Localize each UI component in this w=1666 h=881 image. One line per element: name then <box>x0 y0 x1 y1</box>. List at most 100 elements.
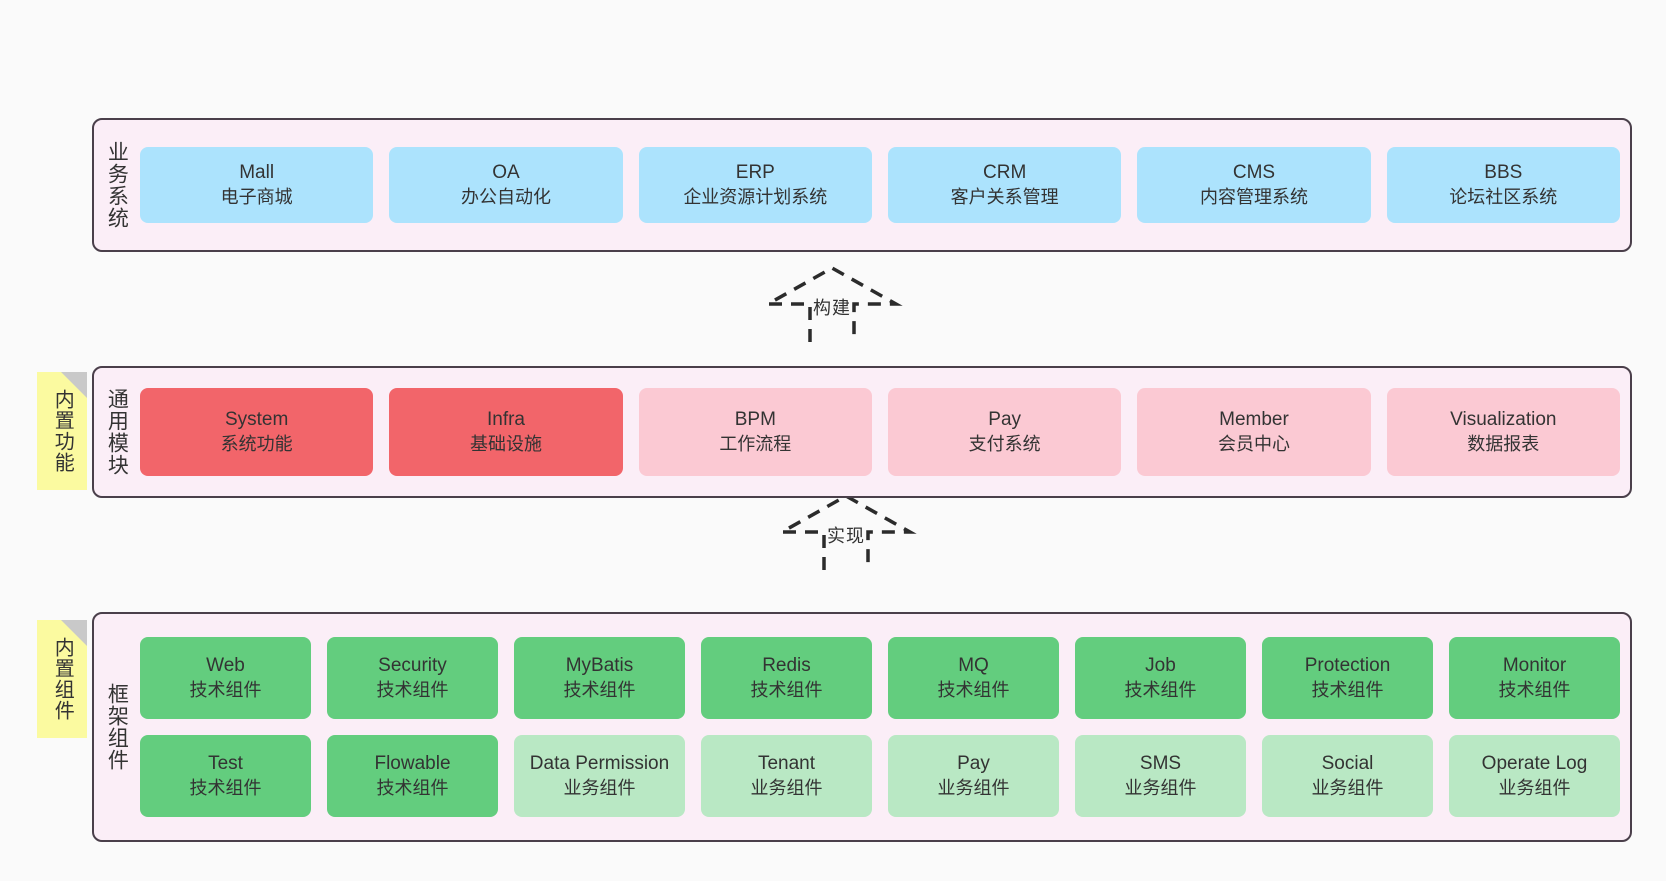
node-subtitle: 支付系统 <box>968 433 1041 454</box>
sticky-note-label: 内置功能 <box>51 389 74 473</box>
node-system[interactable]: System 系统功能 <box>140 388 374 476</box>
node-test[interactable]: Test 技术组件 <box>140 735 311 817</box>
layer-business-systems: 业务系统 Mall 电子商城 OA 办公自动化 ERP 企业资源计划系统 CRM… <box>92 118 1632 252</box>
node-tenant[interactable]: Tenant 业务组件 <box>701 735 872 817</box>
box-row: System 系统功能 Infra 基础设施 BPM 工作流程 Pay 支付系统… <box>140 388 1620 476</box>
node-name: BPM <box>734 409 776 431</box>
node-name: Tenant <box>757 753 816 775</box>
layer-body-framework-components: Web 技术组件 Security 技术组件 MyBatis 技术组件 Redi… <box>138 614 1630 840</box>
node-name: BBS <box>1484 162 1523 184</box>
node-name: Monitor <box>1502 655 1567 677</box>
node-subtitle: 业务组件 <box>937 777 1010 798</box>
node-subtitle: 技术组件 <box>189 777 262 798</box>
node-mq[interactable]: MQ 技术组件 <box>888 637 1059 719</box>
box-row: Web 技术组件 Security 技术组件 MyBatis 技术组件 Redi… <box>140 637 1620 719</box>
node-name: Member <box>1219 409 1289 431</box>
arrow-build-shape <box>761 265 903 342</box>
layer-title-common-modules: 通用模块 <box>105 388 129 476</box>
node-subtitle: 技术组件 <box>1311 679 1384 700</box>
node-subtitle: 业务组件 <box>1498 777 1571 798</box>
node-social[interactable]: Social 业务组件 <box>1262 735 1433 817</box>
node-cms[interactable]: CMS 内容管理系统 <box>1137 147 1371 223</box>
node-subtitle: 技术组件 <box>750 679 823 700</box>
node-data-permission[interactable]: Data Permission 业务组件 <box>514 735 685 817</box>
node-oa[interactable]: OA 办公自动化 <box>389 147 623 223</box>
layer-common-modules: 通用模块 System 系统功能 Infra 基础设施 BPM 工作流程 Pay… <box>92 366 1632 498</box>
node-subtitle: 论坛社区系统 <box>1449 186 1558 207</box>
arrow-implement-shape <box>775 493 917 570</box>
node-subtitle: 技术组件 <box>937 679 1010 700</box>
node-monitor[interactable]: Monitor 技术组件 <box>1449 637 1620 719</box>
node-subtitle: 技术组件 <box>376 777 449 798</box>
arrow-build-label: 构建 <box>813 298 851 318</box>
node-bpm[interactable]: BPM 工作流程 <box>638 388 872 476</box>
node-crm[interactable]: CRM 客户关系管理 <box>887 147 1122 223</box>
node-erp[interactable]: ERP 企业资源计划系统 <box>638 147 872 223</box>
sticky-note-label: 内置组件 <box>51 637 74 721</box>
node-pay-component[interactable]: Pay 业务组件 <box>888 735 1059 817</box>
node-subtitle: 企业资源计划系统 <box>683 186 828 207</box>
arrow-implement: 实现 <box>772 492 920 570</box>
layer-body-business-systems: Mall 电子商城 OA 办公自动化 ERP 企业资源计划系统 CRM 客户关系… <box>138 120 1630 250</box>
node-operate-log[interactable]: Operate Log 业务组件 <box>1449 735 1620 817</box>
node-name: Pay <box>988 409 1022 431</box>
node-subtitle: 电子商城 <box>220 186 293 207</box>
layer-body-common-modules: System 系统功能 Infra 基础设施 BPM 工作流程 Pay 支付系统… <box>138 368 1630 496</box>
node-subtitle: 办公自动化 <box>460 186 551 207</box>
node-name: CMS <box>1232 162 1276 184</box>
layer-title-business-systems: 业务系统 <box>105 141 129 229</box>
node-mall[interactable]: Mall 电子商城 <box>140 147 374 223</box>
node-subtitle: 系统功能 <box>220 433 293 454</box>
node-name: Mall <box>239 162 275 184</box>
sticky-note-builtin-components: 内置组件 <box>37 620 87 738</box>
node-redis[interactable]: Redis 技术组件 <box>701 637 872 719</box>
node-name: MyBatis <box>565 655 634 677</box>
node-member[interactable]: Member 会员中心 <box>1137 388 1371 476</box>
node-subtitle: 技术组件 <box>1124 679 1197 700</box>
node-subtitle: 技术组件 <box>1498 679 1571 700</box>
node-name: Pay <box>957 753 990 775</box>
arrow-build: 构建 <box>758 264 906 342</box>
node-mybatis[interactable]: MyBatis 技术组件 <box>514 637 685 719</box>
node-name: OA <box>492 162 520 184</box>
node-name: Test <box>208 753 243 775</box>
node-bbs[interactable]: BBS 论坛社区系统 <box>1386 147 1620 223</box>
node-pay-module[interactable]: Pay 支付系统 <box>887 388 1122 476</box>
node-subtitle: 数据报表 <box>1467 433 1540 454</box>
node-name: Web <box>206 655 245 677</box>
node-subtitle: 基础设施 <box>469 433 542 454</box>
node-name: Operate Log <box>1481 753 1588 775</box>
node-subtitle: 技术组件 <box>376 679 449 700</box>
layer-title-framework-components: 框架组件 <box>105 683 129 771</box>
box-row: Test 技术组件 Flowable 技术组件 Data Permission … <box>140 735 1620 817</box>
node-subtitle: 内容管理系统 <box>1199 186 1308 207</box>
node-web[interactable]: Web 技术组件 <box>140 637 311 719</box>
node-subtitle: 客户关系管理 <box>950 186 1059 207</box>
node-name: System <box>224 409 289 431</box>
node-name: Redis <box>762 655 811 677</box>
node-name: Data Permission <box>529 753 670 775</box>
node-protection[interactable]: Protection 技术组件 <box>1262 637 1433 719</box>
node-subtitle: 工作流程 <box>719 433 792 454</box>
node-name: SMS <box>1139 753 1182 775</box>
node-name: MQ <box>958 655 989 677</box>
node-subtitle: 业务组件 <box>563 777 636 798</box>
node-name: Infra <box>486 409 525 431</box>
node-subtitle: 业务组件 <box>750 777 823 798</box>
node-name: Flowable <box>374 753 451 775</box>
node-subtitle: 业务组件 <box>1311 777 1384 798</box>
node-name: ERP <box>735 162 775 184</box>
node-visualization[interactable]: Visualization 数据报表 <box>1386 388 1620 476</box>
node-job[interactable]: Job 技术组件 <box>1075 637 1246 719</box>
node-subtitle: 业务组件 <box>1124 777 1197 798</box>
node-sms[interactable]: SMS 业务组件 <box>1075 735 1246 817</box>
node-name: CRM <box>983 162 1027 184</box>
node-name: Security <box>378 655 447 677</box>
node-security[interactable]: Security 技术组件 <box>327 637 498 719</box>
sticky-note-builtin-features: 内置功能 <box>37 372 87 490</box>
node-infra[interactable]: Infra 基础设施 <box>389 388 623 476</box>
node-flowable[interactable]: Flowable 技术组件 <box>327 735 498 817</box>
node-subtitle: 技术组件 <box>189 679 262 700</box>
node-name: Social <box>1321 753 1374 775</box>
